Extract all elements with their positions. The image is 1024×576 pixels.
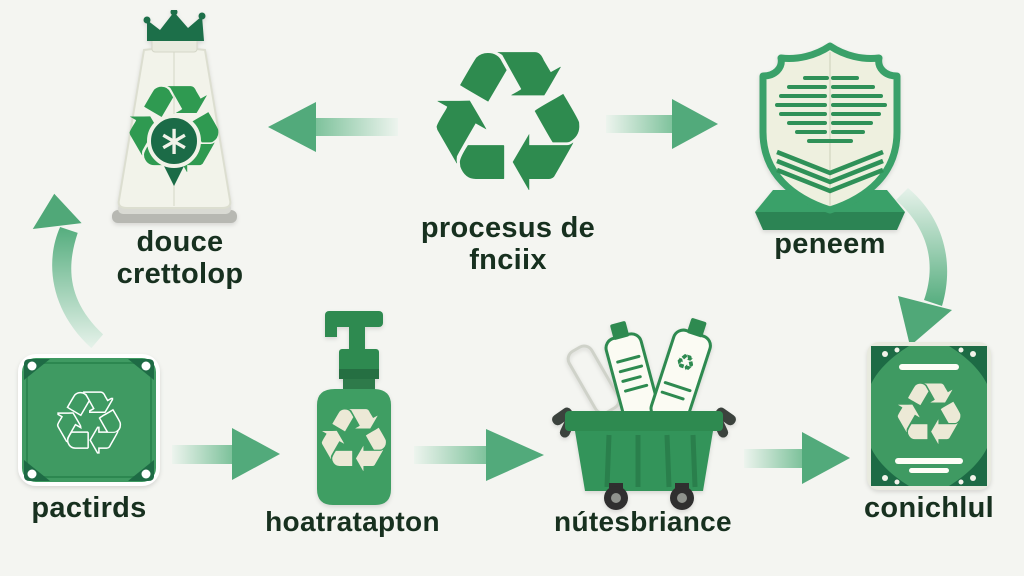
bin-label: nútesbriance (543, 506, 743, 538)
shield-document-icon (745, 40, 915, 236)
arrow-process-to-document-icon (602, 94, 724, 154)
recycle-card-icon: ♻ (16, 352, 162, 488)
bottle-recycle-glyph: ♻ (315, 389, 394, 492)
card-recycle-outline-glyph: ♻ (51, 374, 126, 472)
recycle-dumpster-icon: ♻ (551, 313, 737, 511)
recycle-symbol-icon: ♻ (420, 25, 596, 221)
bottle-label-text: hoatratapton (265, 506, 440, 537)
arrow-document-to-card-icon (884, 182, 974, 354)
source-label: douce crettolop (75, 226, 285, 290)
source-label-line1: douce (136, 226, 224, 258)
recycle-glyph: ♻ (420, 9, 596, 237)
crowned-recycle-bag-icon: ♻ ∗ (92, 10, 257, 228)
badge-asterisk-glyph: ∗ (157, 118, 191, 164)
source-label-line2: crettolop (116, 258, 244, 290)
process-label-line1: procesus de (420, 212, 596, 244)
process-label: procesus de fnciix (390, 212, 626, 276)
card-label: conichlul (843, 492, 1015, 524)
arrow-bin-to-card-icon (742, 428, 854, 488)
plaque-recycle-glyph: ♻ (890, 365, 967, 465)
materials-label-text: pactirds (31, 492, 147, 524)
document-label: peneem (735, 228, 925, 260)
arrow-materials-to-source-icon (20, 186, 110, 352)
arrow-bottle-to-bin-icon (412, 426, 548, 484)
bottle-label: hoatratapton (245, 506, 460, 538)
materials-label: pactirds (8, 492, 170, 524)
bin-label-text: nútesbriance (554, 506, 732, 537)
recycle-plaque-icon: ♻ (863, 340, 995, 492)
card-label-text: conichlul (864, 492, 994, 524)
arrow-process-to-source-icon (262, 98, 402, 156)
pump-bottle-icon: ♻ (293, 303, 415, 511)
document-label-text: peneem (774, 228, 886, 260)
process-label-line2: fnciix (469, 244, 547, 276)
arrow-materials-to-bottle-icon (170, 424, 284, 484)
